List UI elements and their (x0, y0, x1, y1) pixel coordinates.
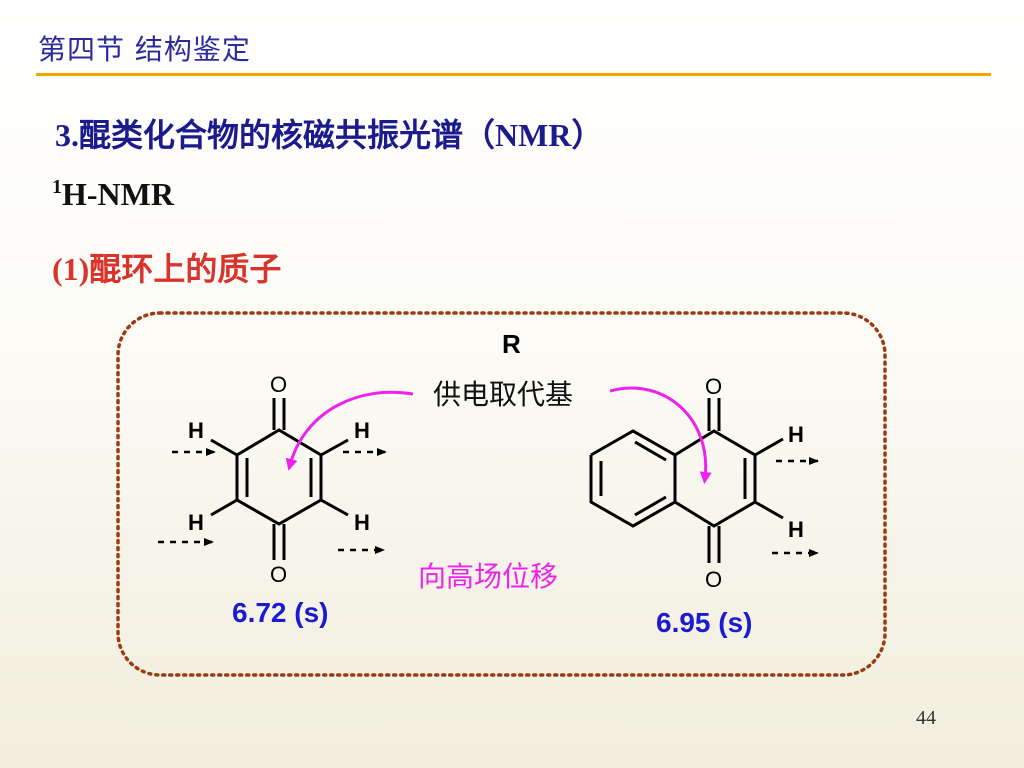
naphthoquinone-h-top: H (788, 422, 804, 447)
slide-heading: 3.醌类化合物的核磁共振光谱（NMR） (55, 117, 604, 153)
naphthoquinone-h-arrows (772, 457, 819, 557)
substituent-r-label: R (502, 329, 521, 359)
edg-arrow-left (285, 390, 414, 471)
subheading-text: H-NMR (62, 176, 174, 212)
benzoquinone-h-bottom-left: H (188, 510, 204, 535)
benzoquinone-structure (210, 398, 349, 560)
benzoquinone-h-bottom-right: H (354, 510, 370, 535)
benzoquinone-h-top-left: H (188, 418, 204, 443)
naphthoquinone-h-bottom: H (788, 517, 804, 542)
naphthoquinone-structure (589, 398, 784, 563)
upfield-shift-label: 向高场位移 (418, 560, 559, 593)
benzoquinone-shift-value: 6.72 (s) (232, 597, 329, 628)
point-quinone-ring-protons: (1)醌环上的质子 (52, 251, 282, 287)
figure-frame (116, 311, 887, 677)
page-number: 44 (916, 707, 936, 729)
section-title: 第四节 结构鉴定 (38, 33, 251, 66)
electron-donating-label: 供电取代基 (433, 378, 574, 411)
naphthoquinone-top-oxygen: O (705, 374, 722, 399)
benzoquinone-bottom-oxygen: O (270, 562, 287, 587)
benzoquinone-top-oxygen: O (270, 372, 287, 397)
edg-arrow-right (609, 386, 712, 484)
title-underline (36, 73, 991, 76)
naphthoquinone-shift-value: 6.95 (s) (656, 607, 753, 638)
subheading-hnmr: 1H-NMR (52, 176, 174, 213)
isotope-superscript: 1 (52, 176, 62, 198)
benzoquinone-h-arrows (158, 448, 387, 554)
naphthoquinone-bottom-oxygen: O (705, 567, 722, 592)
benzoquinone-h-top-right: H (354, 418, 370, 443)
